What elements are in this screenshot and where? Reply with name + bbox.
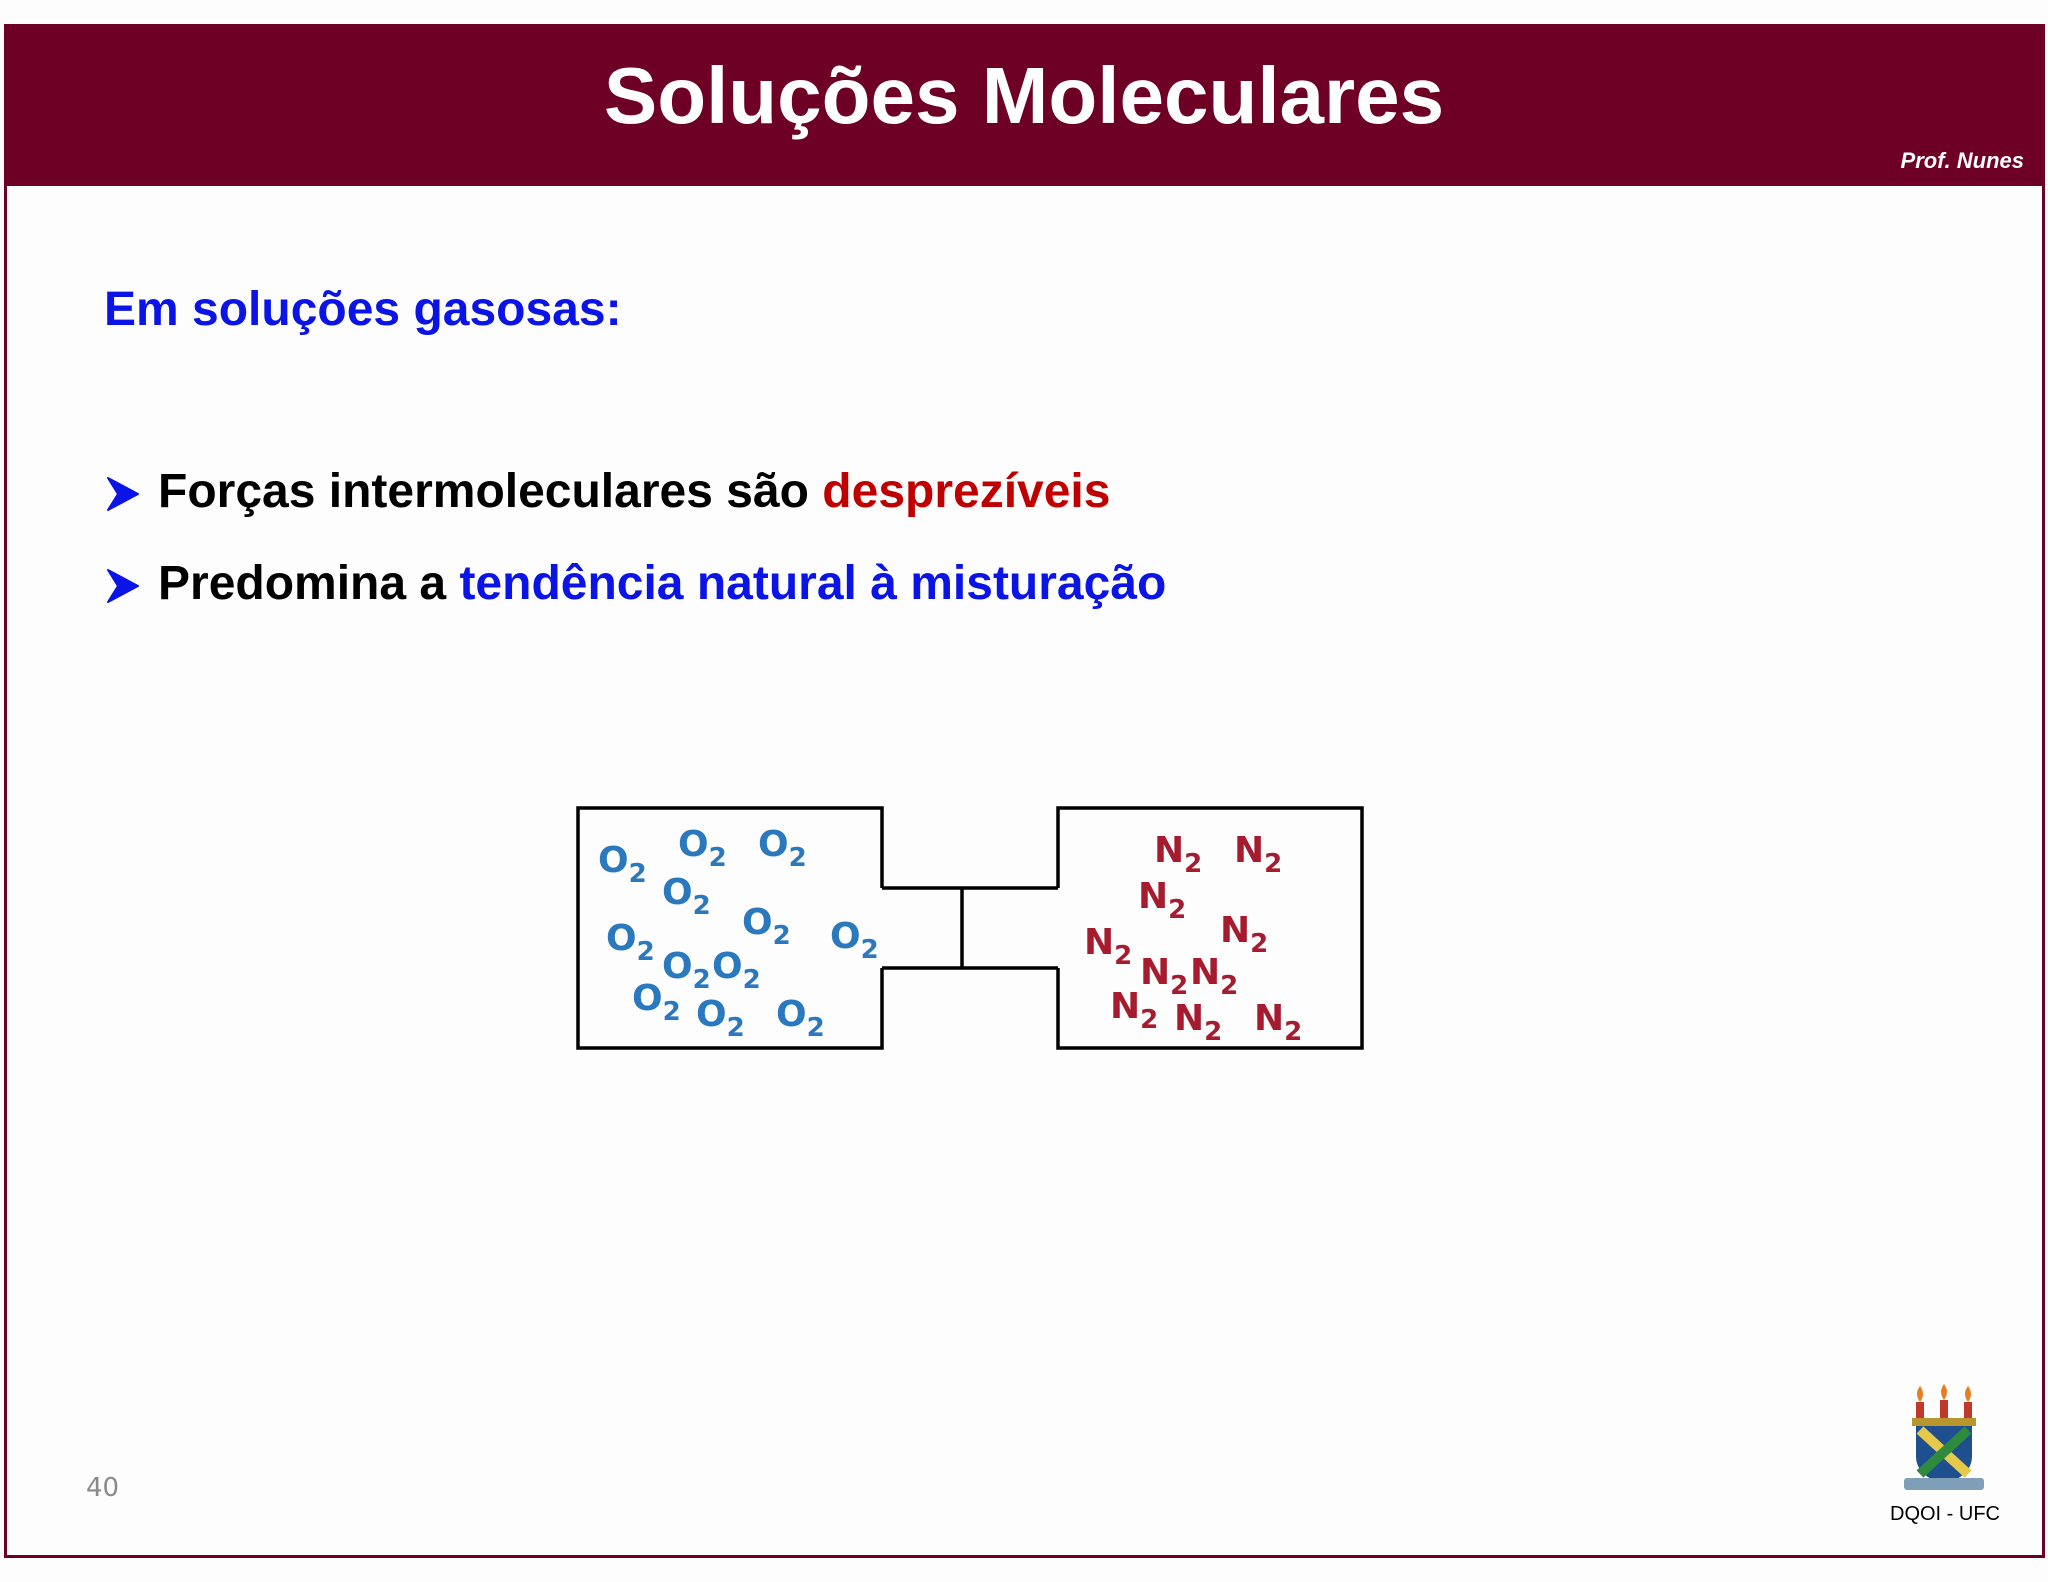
molecule-label: N2 bbox=[1084, 922, 1132, 971]
container-outline bbox=[576, 806, 1364, 1050]
section-subtitle: Em soluções gasosas: bbox=[104, 283, 622, 336]
molecule-label: N2 bbox=[1254, 998, 1302, 1047]
molecule-label: O2 bbox=[662, 946, 711, 995]
molecule-label: O2 bbox=[776, 994, 825, 1043]
bullet-item-mixing: Predomina a tendência natural à misturaç… bbox=[104, 556, 1166, 612]
slide-header bbox=[4, 24, 2045, 186]
molecule-label: O2 bbox=[712, 946, 761, 995]
slide-frame bbox=[4, 24, 2045, 1558]
department-label: DQOI - UFC bbox=[1890, 1503, 2000, 1525]
molecule-label: O2 bbox=[830, 916, 879, 965]
slide-title: Soluções Moleculares bbox=[603, 51, 1445, 140]
molecule-label: O2 bbox=[606, 918, 655, 967]
molecule-label: O2 bbox=[678, 824, 727, 873]
author-label: Prof. Nunes bbox=[1900, 148, 2024, 173]
molecule-label: N2 bbox=[1110, 986, 1158, 1035]
bullet-highlight: tendência natural à misturação bbox=[459, 557, 1167, 610]
molecule-label: N2 bbox=[1174, 998, 1222, 1047]
molecule-label: N2 bbox=[1140, 952, 1188, 1001]
molecule-label: O2 bbox=[742, 902, 791, 951]
molecule-label: N2 bbox=[1138, 876, 1186, 925]
molecule-label: N2 bbox=[1190, 952, 1238, 1001]
bullet-item-forces: Forças intermoleculares são desprezíveis bbox=[104, 464, 1110, 520]
page-number: 40 bbox=[86, 1473, 120, 1503]
molecule-label: O2 bbox=[598, 840, 647, 889]
bullet-text: Predomina a bbox=[158, 557, 460, 610]
molecule-label: O2 bbox=[696, 994, 745, 1043]
molecule-label: N2 bbox=[1220, 910, 1268, 959]
arrow-bullet-icon bbox=[104, 464, 158, 520]
molecule-label: O2 bbox=[758, 824, 807, 873]
bullet-text: Forças intermoleculares são bbox=[158, 465, 823, 518]
molecule-label: O2 bbox=[662, 872, 711, 921]
arrow-bullet-icon bbox=[104, 556, 158, 612]
bullet-highlight: desprezíveis bbox=[822, 465, 1111, 518]
molecule-label: N2 bbox=[1154, 830, 1202, 879]
molecule-label: N2 bbox=[1234, 830, 1282, 879]
ufc-coat-of-arms-icon bbox=[1902, 1382, 1986, 1499]
